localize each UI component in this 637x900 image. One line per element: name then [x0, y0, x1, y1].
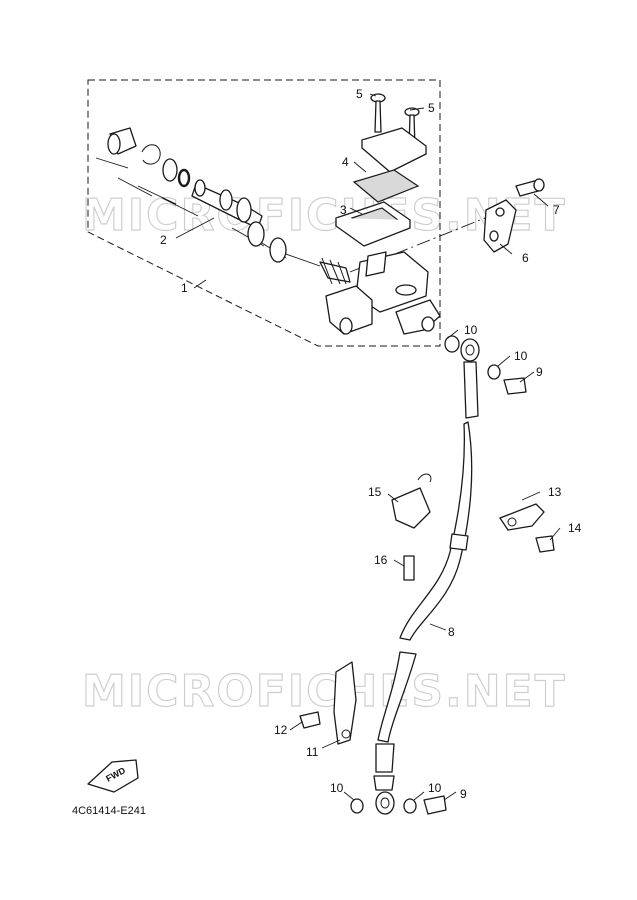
piston-kit	[107, 127, 351, 285]
callout-2: 2	[160, 233, 167, 247]
callout-5a: 5	[356, 87, 363, 101]
banjo-fitting-bottom	[375, 791, 395, 815]
callout-3: 3	[340, 203, 347, 217]
callout-10b: 10	[514, 349, 528, 363]
callout-13: 13	[548, 485, 562, 499]
callout-9b: 9	[460, 787, 467, 801]
callout-15: 15	[368, 485, 382, 499]
callout-14: 14	[568, 521, 582, 535]
copper-washer-bottom-left	[350, 798, 364, 814]
brake-hose	[373, 361, 479, 791]
watermark-bottom: MICROFICHES.NET	[82, 666, 567, 717]
fwd-arrow	[87, 759, 139, 793]
washer	[162, 158, 178, 182]
copper-washer-bottom-right	[403, 798, 417, 814]
banjo-bolt-bottom	[423, 795, 447, 815]
bracket	[483, 199, 517, 253]
callout-7: 7	[553, 203, 560, 217]
copper-washer-top-left	[444, 335, 460, 353]
hose-holder-11	[333, 661, 357, 745]
callout-5b: 5	[428, 101, 435, 115]
diagram-code: 4C61414-E241	[72, 805, 146, 817]
o-ring	[177, 168, 191, 188]
callout-10d: 10	[428, 781, 442, 795]
hose-clamp-15	[391, 487, 431, 529]
cup-2	[269, 237, 287, 263]
master-cylinder-body	[325, 251, 441, 335]
callouts: 1 2 3 4 5 5 6 7 8 9 9 10 10 10 10 11 12 …	[160, 87, 582, 801]
bolt-12	[299, 711, 321, 729]
callout-16: 16	[374, 553, 388, 567]
bolt-16	[403, 555, 415, 581]
callout-8: 8	[448, 625, 455, 639]
callout-1: 1	[181, 281, 188, 295]
hose-guide-13	[499, 503, 545, 531]
cup	[247, 221, 265, 247]
callout-10c: 10	[330, 781, 344, 795]
circlip	[141, 144, 161, 165]
banjo-fitting-top	[460, 338, 480, 362]
callout-4: 4	[342, 155, 349, 169]
copper-washer-top-right	[487, 364, 501, 380]
callout-6: 6	[522, 251, 529, 265]
leader-lines	[175, 93, 561, 801]
callout-10a: 10	[464, 323, 478, 337]
callout-9a: 9	[536, 365, 543, 379]
callout-11: 11	[306, 745, 319, 759]
bolt-14	[535, 535, 555, 553]
diaphragm-plate	[352, 169, 420, 203]
callout-12: 12	[274, 723, 288, 737]
